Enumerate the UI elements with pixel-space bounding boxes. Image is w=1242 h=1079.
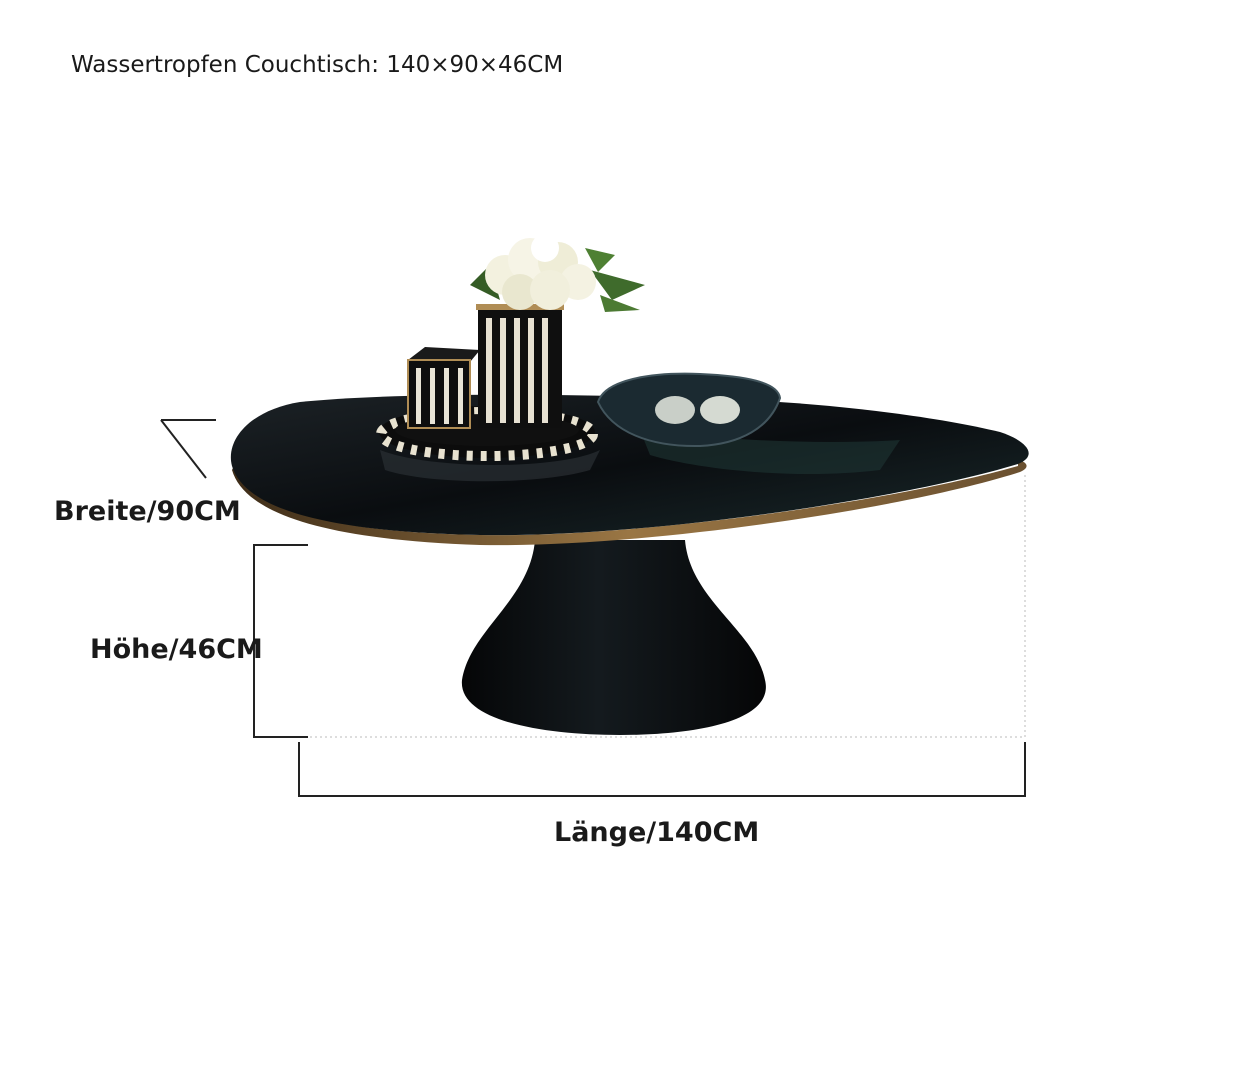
height-label: Höhe/46CM — [90, 634, 263, 665]
height-dimension-line — [253, 544, 308, 738]
length-label: Länge/140CM — [554, 817, 760, 848]
length-dimension-line — [298, 742, 1026, 797]
decor-bowl-ball — [700, 396, 740, 424]
width-label: Breite/90CM — [54, 496, 241, 527]
dimension-guides — [310, 475, 1026, 740]
flower-bouquet — [470, 234, 645, 312]
decor-box-stripes — [416, 368, 463, 424]
decor-vase-stripes — [486, 318, 548, 423]
width-dimension-line — [160, 419, 216, 479]
decor-bowl-ball — [655, 396, 695, 424]
product-title: Wassertropfen Couchtisch: 140×90×46CM — [71, 52, 564, 78]
decor-box — [408, 347, 480, 362]
decor-tray-stripes — [376, 407, 598, 461]
table-pedestal — [461, 540, 766, 735]
table-reflection — [380, 450, 600, 482]
dimension-lines — [160, 419, 1026, 797]
table-gold-trim — [232, 460, 1027, 546]
